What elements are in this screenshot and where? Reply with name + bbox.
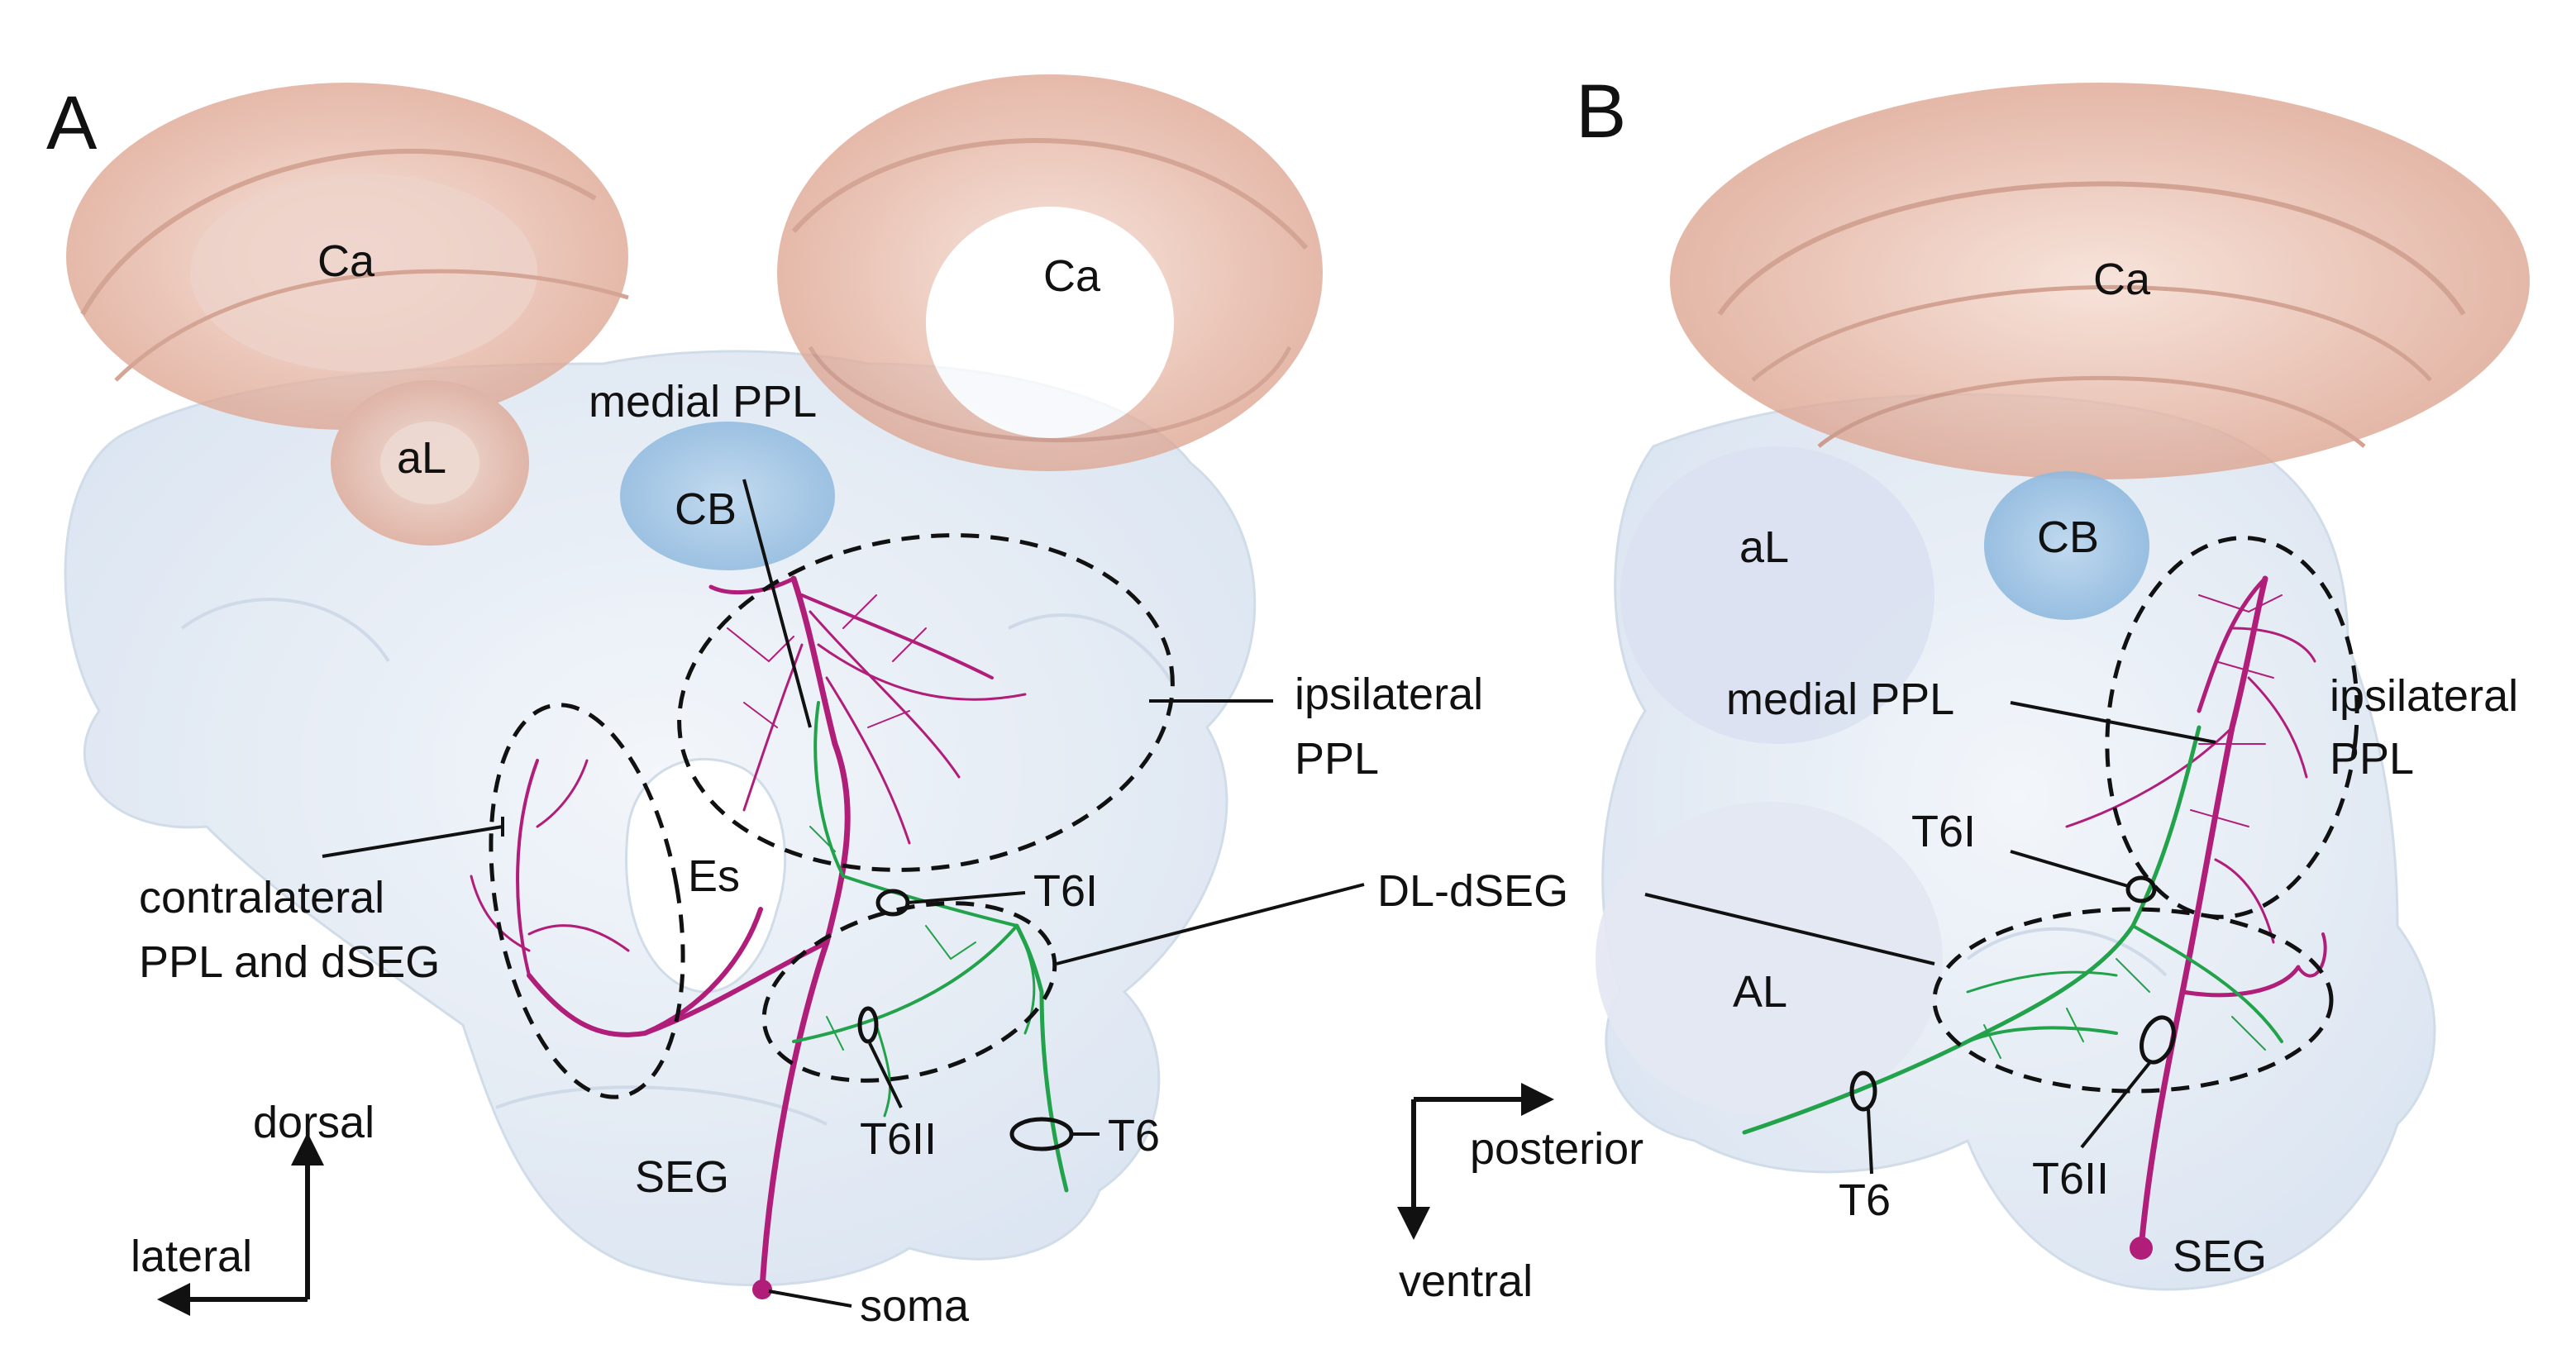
panel-b-letter: B: [1576, 69, 1626, 154]
label-t6i-a: T6I: [1033, 866, 1098, 916]
label-al-b: AL: [1733, 967, 1787, 1017]
panel-b-leader-t6ii: [2080, 1061, 2151, 1149]
label-cb: CB: [675, 484, 737, 534]
axis-lateral: lateral: [131, 1232, 252, 1281]
label-t6ii-a: T6II: [860, 1114, 937, 1164]
label-ipsilateral-2: PPL: [1295, 734, 1379, 784]
panel-b-leader-t6: [1867, 1108, 1873, 1175]
axis-posterior: posterior: [1470, 1124, 1643, 1174]
panel-b-orientation-axes: posterior ventral: [1397, 1083, 1643, 1306]
panel-a-calyx-left: [66, 83, 629, 546]
label-contralateral-1: contralateral: [139, 873, 384, 922]
panel-a-leader-soma: [768, 1289, 852, 1308]
panel-b-leader-dl-dseg: [1644, 893, 1935, 965]
panel-b-central-body: [1984, 471, 2149, 620]
axis-ventral: ventral: [1399, 1256, 1533, 1306]
panel-a-orientation-axes: dorsal lateral: [131, 1098, 374, 1316]
panel-b-neuron-magenta: [2065, 575, 2327, 1260]
label-seg-b: SEG: [2173, 1232, 2267, 1281]
label-ca-left: Ca: [317, 236, 375, 286]
panel-b-ring-t6ii: [2140, 1015, 2176, 1065]
panel-a-calyx-right: [777, 74, 1323, 471]
label-t6ii-b: T6II: [2032, 1154, 2109, 1204]
label-ca-right: Ca: [1043, 251, 1101, 301]
panel-a-ring-t6ii: [857, 1006, 879, 1044]
label-es: Es: [688, 851, 740, 901]
panel-a-region-dl-dseg: [761, 901, 1057, 1083]
esophagus-hole: [625, 757, 787, 994]
panel-b: B Ca aL CB medial PPL ipsilateral PPL T6…: [1397, 69, 2530, 1306]
panel-b-neuropil: [1596, 393, 2436, 1291]
label-t6-b: T6: [1839, 1175, 1891, 1225]
panel-a-neuron-magenta: [470, 575, 1027, 1299]
label-cb-b: CB: [2037, 512, 2099, 562]
label-ipsilateral-1: ipsilateral: [1295, 670, 1483, 719]
label-t6-a: T6: [1108, 1111, 1160, 1161]
panel-a-leader-medial-ppl: [742, 479, 812, 728]
label-al-lobe-b: aL: [1739, 522, 1789, 572]
panel-a-region-contralateral: [489, 703, 685, 1099]
label-medial-ppl-b: medial PPL: [1726, 674, 1954, 724]
panel-b-leader-t6i: [2010, 850, 2129, 888]
label-dl-dseg: DL-dSEG: [1377, 866, 1568, 916]
panel-a-leader-t6i: [907, 891, 1026, 904]
panel-b-ring-t6: [1849, 1070, 1877, 1112]
label-soma: soma: [860, 1281, 970, 1331]
panel-a-region-ipsilateral-ppl: [677, 533, 1175, 872]
label-medial-ppl: medial PPL: [589, 377, 817, 427]
label-al-lobe: aL: [397, 433, 446, 483]
panel-b-calyx: [1670, 83, 2530, 479]
panel-a: A Ca Ca aL medial PPL CB ipsilateral PPL…: [46, 74, 1568, 1331]
label-ipsilateral-b-2: PPL: [2330, 734, 2414, 784]
panel-b-leader-medial-ppl: [2010, 701, 2216, 744]
panel-a-central-body: [620, 422, 835, 570]
panel-b-ring-t6i: [2125, 875, 2157, 903]
panel-b-region-dl-dseg: [1932, 907, 2334, 1094]
panel-a-leader-t6ii: [868, 1042, 903, 1108]
panel-a-leader-contralateral: [322, 817, 504, 858]
label-ca-b: Ca: [2093, 255, 2151, 304]
panel-a-leader-dl-dseg: [1056, 883, 1365, 965]
axis-dorsal: dorsal: [253, 1098, 374, 1147]
label-ipsilateral-b-1: ipsilateral: [2330, 671, 2518, 721]
label-seg-a: SEG: [635, 1152, 729, 1202]
label-contralateral-2: PPL and dSEG: [139, 937, 440, 987]
panel-a-letter: A: [46, 81, 98, 165]
label-t6i-b: T6I: [1911, 807, 1976, 856]
